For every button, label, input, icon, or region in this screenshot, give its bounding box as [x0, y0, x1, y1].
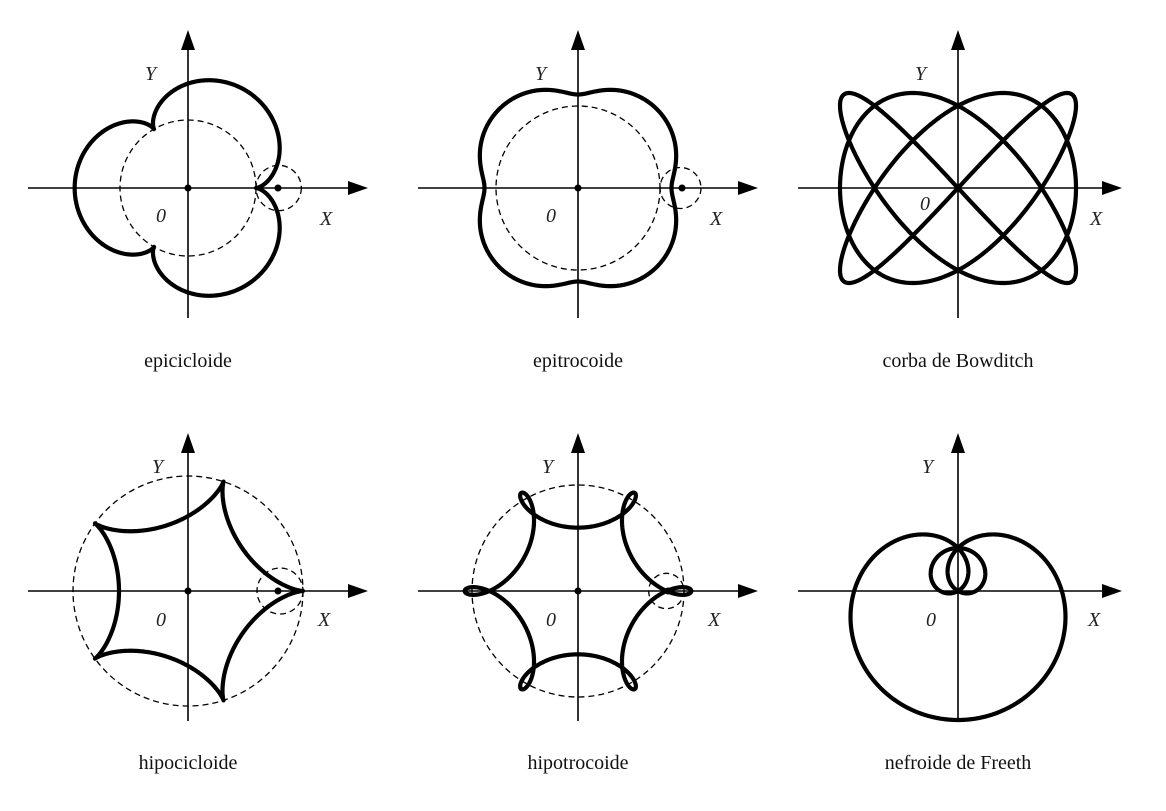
origin-label: 0: [156, 205, 166, 227]
x-axis-arrow: [1102, 181, 1122, 195]
x-axis-arrow: [738, 584, 758, 598]
y-axis-label: Y: [535, 63, 548, 85]
panel-bowditch: Y X 0 corba de Bowditch: [798, 30, 1122, 372]
rolling-center-point: [664, 587, 672, 595]
x-axis-label: X: [319, 208, 333, 230]
caption-bowditch: corba de Bowditch: [882, 350, 1033, 372]
origin-label: 0: [156, 609, 166, 631]
x-axis-label: X: [707, 609, 721, 631]
y-axis-label: Y: [145, 63, 158, 85]
caption-hypotrochoid: hipotrocoide: [527, 752, 628, 774]
panel-epicycloid: Y X 0 epicicloide: [28, 30, 368, 372]
rolling-center-point: [274, 184, 282, 192]
y-axis-arrow: [951, 30, 965, 50]
caption-epicycloid: epicicloide: [144, 350, 232, 372]
y-axis-arrow: [951, 433, 965, 453]
origin-point: [184, 184, 192, 192]
panel-freeth: Y X 0 nefroide de Freeth: [798, 433, 1122, 774]
origin-label: 0: [546, 609, 556, 631]
x-axis-arrow: [348, 181, 368, 195]
y-axis-label: Y: [915, 63, 928, 85]
rolling-circle: [648, 572, 685, 610]
y-axis-arrow: [181, 433, 195, 453]
y-axis-label: Y: [542, 456, 555, 478]
y-axis-arrow: [181, 30, 195, 50]
y-axis-label: Y: [152, 456, 165, 478]
rolling-center-point: [274, 587, 282, 595]
origin-label: 0: [926, 609, 936, 631]
rolling-center-point: [678, 184, 686, 192]
x-axis-label: X: [709, 208, 723, 230]
caption-freeth: nefroide de Freeth: [885, 752, 1032, 774]
x-axis-arrow: [738, 181, 758, 195]
origin-point: [574, 587, 582, 595]
x-axis-arrow: [1102, 584, 1122, 598]
origin-point: [574, 184, 582, 192]
panel-hypotrochoid: Y X 0 hipotrocoide: [418, 433, 758, 774]
origin-label: 0: [546, 205, 556, 227]
rolling-circle: [659, 166, 702, 210]
panel-epitrochoid: Y X 0 epitrocoide: [418, 30, 758, 372]
origin-label: 0: [920, 193, 930, 215]
epitrochoid-curve: [477, 87, 679, 289]
hypocycloid-curve: [92, 479, 306, 703]
caption-epitrochoid: epitrocoide: [533, 350, 623, 372]
panel-hypocycloid: Y X 0 hipocicloide: [28, 433, 368, 774]
origin-point: [184, 587, 192, 595]
x-axis-label: X: [1089, 208, 1103, 230]
freeth-nephroid-curve: [848, 532, 1068, 723]
x-axis-arrow: [348, 584, 368, 598]
x-axis-label: X: [1087, 609, 1101, 631]
caption-hypocycloid: hipocicloide: [139, 752, 238, 774]
y-axis-arrow: [571, 30, 585, 50]
y-axis-arrow: [571, 433, 585, 453]
epicycloid-curve: [72, 78, 282, 298]
hypotrochoid-curve: [462, 490, 694, 692]
y-axis-label: Y: [922, 456, 935, 478]
x-axis-label: X: [317, 609, 331, 631]
bowditch-curve: [837, 90, 1079, 286]
